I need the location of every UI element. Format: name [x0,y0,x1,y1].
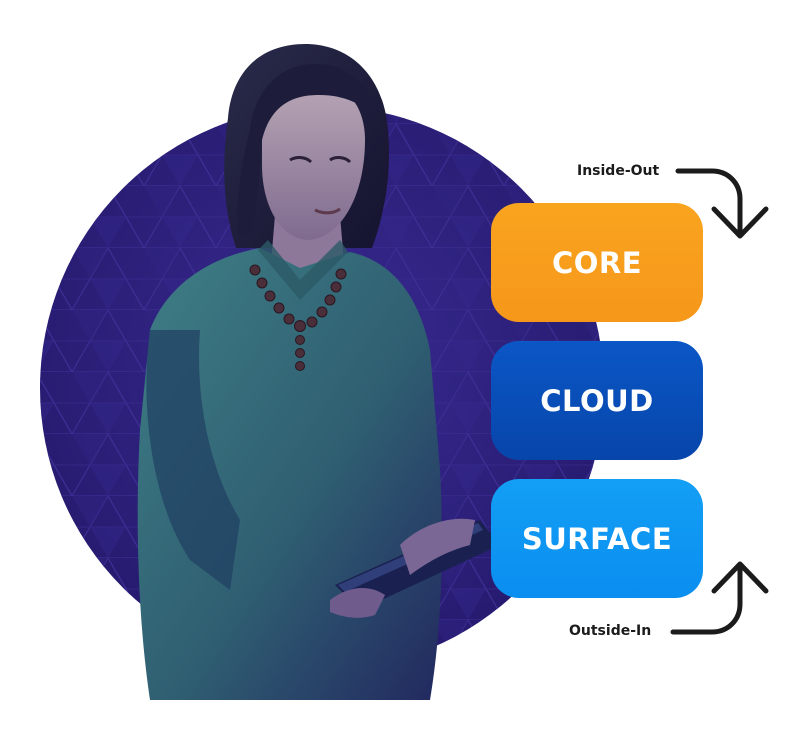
necklace-beads [249,264,347,371]
surface-layer-box: SURFACE [491,479,703,598]
core-layer-label: CORE [551,245,643,280]
inside-out-arrow-icon [675,168,769,239]
core-layer-box: CORE [491,203,703,322]
outside-in-label: Outside-In [569,623,652,639]
cloud-layer-label: CLOUD [540,383,654,418]
cloud-layer-box: CLOUD [491,341,703,460]
outside-in-arrow-icon [670,561,769,635]
surface-layer-label: SURFACE [521,521,673,556]
inside-out-label: Inside-Out [577,163,660,179]
